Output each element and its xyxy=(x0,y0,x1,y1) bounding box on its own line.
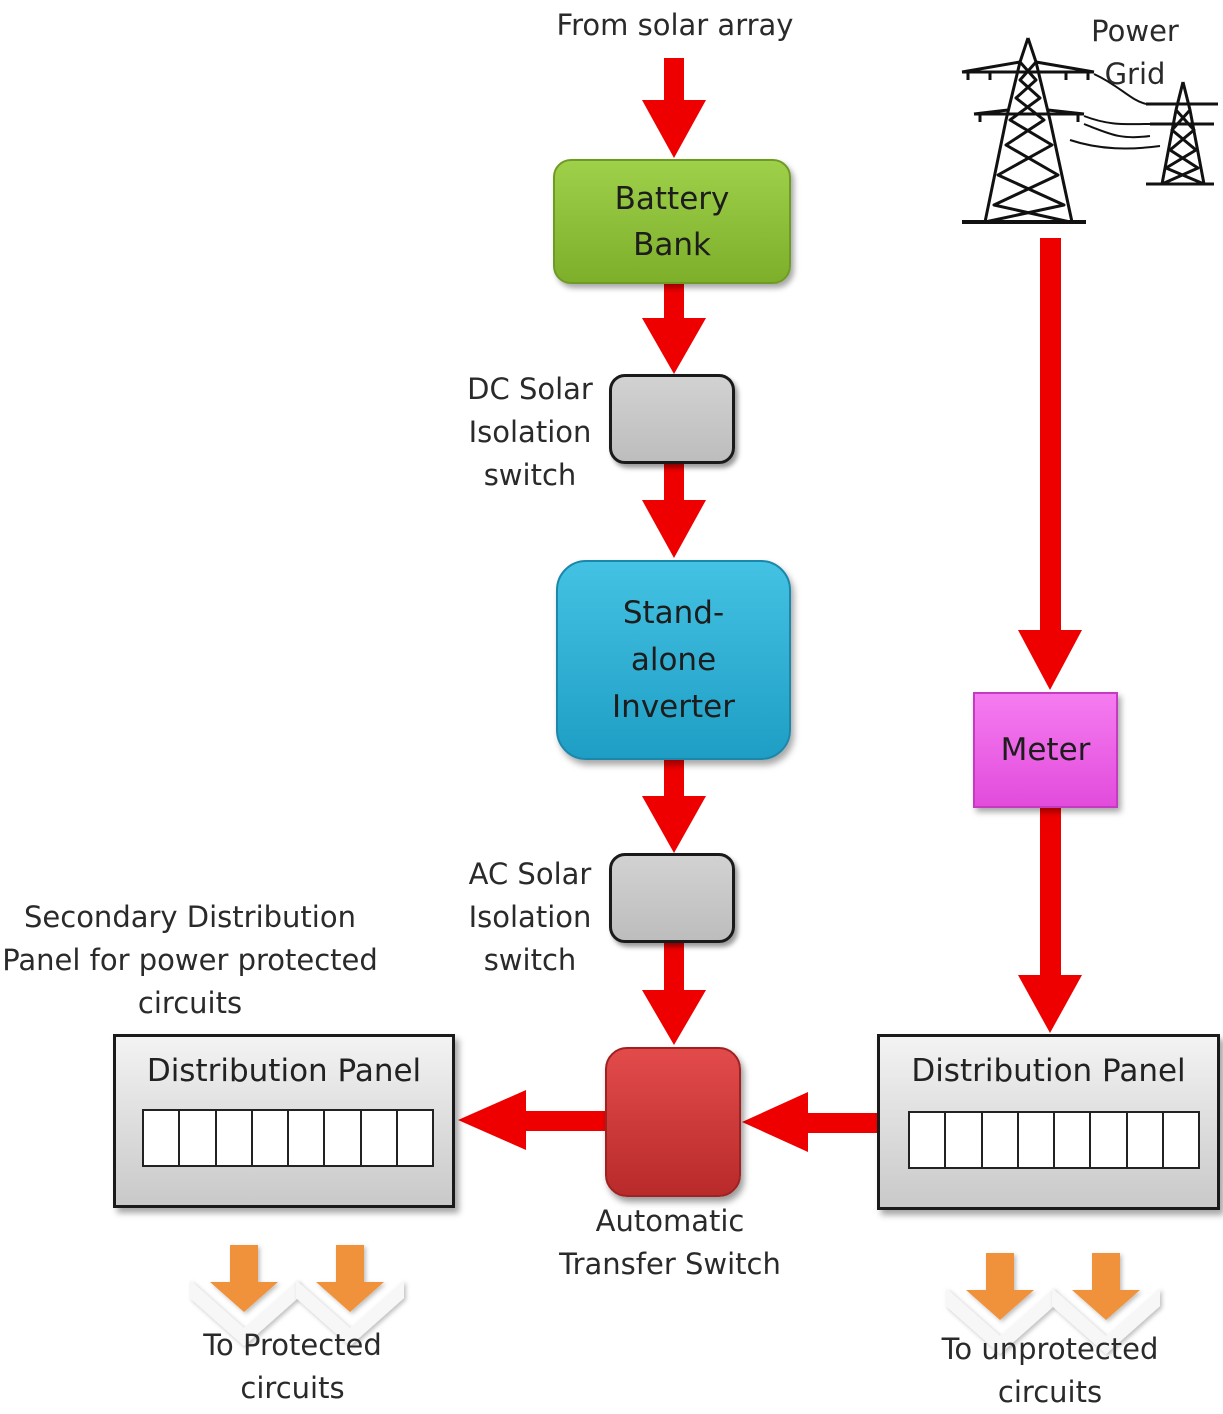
distribution-panel-left: Distribution Panel xyxy=(113,1034,455,1208)
flow-arrow-inverter-to-ac-switch xyxy=(642,760,706,853)
secondary-line-3: circuits xyxy=(137,986,243,1020)
transmission-tower-icon xyxy=(961,37,1218,224)
ac-switch-line-1: AC Solar xyxy=(468,857,592,891)
protected-line-1: To Protected xyxy=(203,1328,382,1362)
dc-switch-line-1: DC Solar xyxy=(467,372,593,406)
output-arrow-protected-1 xyxy=(190,1245,298,1346)
breaker-slot xyxy=(910,1113,947,1167)
inverter-line-1: Stand- xyxy=(622,594,725,631)
inverter-line-2: alone xyxy=(630,641,717,678)
secondary-line-2: Panel for power protected xyxy=(2,943,378,977)
ats-line-2: Transfer Switch xyxy=(559,1247,781,1281)
ats-label: Automatic Transfer Switch xyxy=(540,1200,800,1286)
panel-left-title: Distribution Panel xyxy=(146,1053,422,1089)
automatic-transfer-switch-node xyxy=(605,1047,741,1197)
breaker-slot xyxy=(362,1111,398,1165)
inverter-line-3: Inverter xyxy=(612,688,735,725)
breaker-slot xyxy=(289,1111,326,1165)
power-grid-label: Power Grid xyxy=(1085,10,1185,96)
breaker-slot xyxy=(946,1113,983,1167)
ac-switch-line-2: Isolation xyxy=(468,900,592,934)
breaker-slot xyxy=(983,1113,1019,1167)
battery-line-1: Battery xyxy=(614,180,730,217)
down-arrow-icon xyxy=(190,1245,1160,1354)
flow-arrow-panel-to-ats xyxy=(742,1092,878,1152)
secondary-panel-label: Secondary Distribution Panel for power p… xyxy=(0,896,380,1025)
breaker-slot xyxy=(1091,1113,1128,1167)
secondary-line-1: Secondary Distribution xyxy=(24,900,356,934)
from-solar-label: From solar array xyxy=(556,8,794,42)
breaker-slot xyxy=(180,1111,217,1165)
power-grid-line-1: Power xyxy=(1091,14,1179,48)
flow-arrow-ats-to-left-panel xyxy=(458,1090,606,1150)
inverter-node: Stand- alone Inverter xyxy=(556,560,791,760)
flow-arrow-ac-switch-to-ats xyxy=(642,942,706,1045)
breaker-slot xyxy=(217,1111,253,1165)
dc-switch-line-3: switch xyxy=(483,458,577,492)
distribution-panel-right: Distribution Panel xyxy=(877,1034,1220,1210)
unprotected-line-1: To unprotected xyxy=(941,1332,1159,1366)
power-grid-line-2: Grid xyxy=(1104,57,1166,91)
panel-right-title: Distribution Panel xyxy=(911,1053,1186,1089)
breaker-slot xyxy=(144,1111,181,1165)
breaker-slot xyxy=(1055,1113,1092,1167)
ac-switch-line-3: switch xyxy=(483,943,577,977)
breaker-row-left xyxy=(142,1109,434,1167)
breaker-slot xyxy=(253,1111,289,1165)
ac-switch-label: AC Solar Isolation switch xyxy=(455,853,605,982)
output-arrow-unprotected-1 xyxy=(946,1253,1054,1354)
dc-isolation-switch-node xyxy=(609,374,735,464)
flow-arrow-solar-to-battery xyxy=(642,58,706,158)
output-arrow-unprotected-2 xyxy=(1052,1253,1160,1354)
dc-switch-line-2: Isolation xyxy=(468,415,592,449)
battery-bank-node: Battery Bank xyxy=(553,159,791,284)
flow-arrow-grid-to-meter xyxy=(1018,238,1082,690)
breaker-row-right xyxy=(908,1111,1200,1169)
breaker-slot xyxy=(1128,1113,1164,1167)
ats-line-1: Automatic xyxy=(595,1204,745,1238)
unprotected-line-2: circuits xyxy=(997,1375,1103,1409)
breaker-slot xyxy=(1164,1113,1198,1167)
protected-line-2: circuits xyxy=(240,1371,345,1405)
breaker-slot xyxy=(398,1111,432,1165)
breaker-slot xyxy=(1019,1113,1055,1167)
breaker-slot xyxy=(325,1111,362,1165)
flow-arrow-meter-to-panel xyxy=(1018,808,1082,1033)
ac-isolation-switch-node xyxy=(609,853,735,943)
flow-arrow-dc-switch-to-inverter xyxy=(642,463,706,558)
dc-switch-label: DC Solar Isolation switch xyxy=(455,368,605,497)
meter-node: Meter xyxy=(973,692,1118,808)
battery-line-2: Bank xyxy=(633,226,711,263)
unprotected-circuits-label: To unprotected circuits xyxy=(925,1328,1175,1414)
meter-label: Meter xyxy=(1000,732,1091,768)
protected-circuits-label: To Protected circuits xyxy=(180,1324,405,1410)
output-arrow-protected-2 xyxy=(296,1245,404,1346)
flow-arrow-battery-to-dc-switch xyxy=(642,284,706,374)
